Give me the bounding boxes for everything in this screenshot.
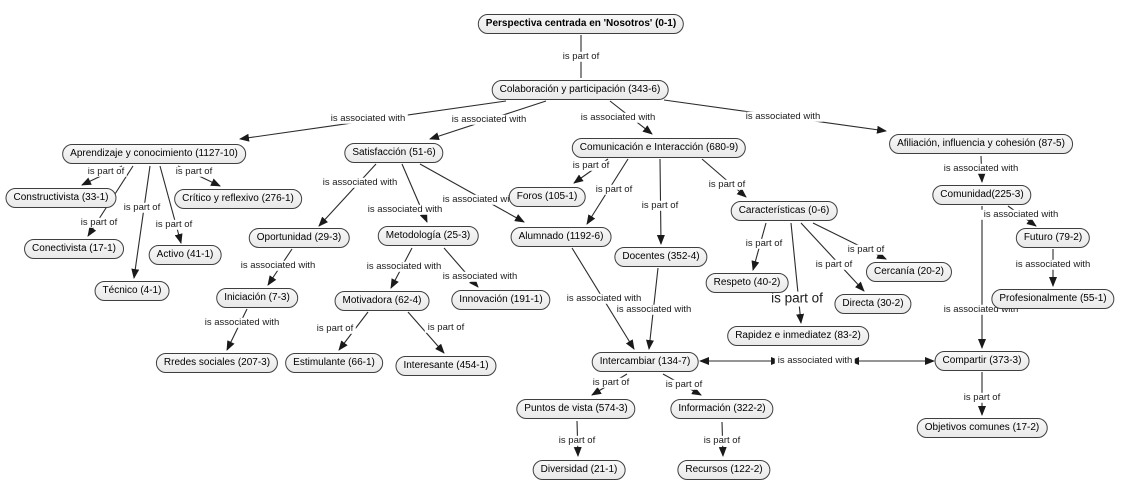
node-comunicacion[interactable]: Comunicación e Interacción (680-9) xyxy=(571,138,747,158)
node-constructivista[interactable]: Constructivista (33-1) xyxy=(5,188,117,208)
linking-phrase: is associated with xyxy=(439,271,521,283)
node-aprendizaje[interactable]: Aprendizaje y conocimiento (1127-10) xyxy=(62,144,246,164)
linking-phrase: is associated with xyxy=(940,304,1022,316)
linking-phrase: is part of xyxy=(172,166,216,178)
node-afiliacion[interactable]: Afiliación, influencia y cohesión (87-5) xyxy=(889,134,1073,154)
node-conectivista[interactable]: Conectivista (17-1) xyxy=(24,239,124,259)
node-critico[interactable]: Crítico y reflexivo (276-1) xyxy=(174,189,302,209)
edge-line-aprendizaje-tecnico xyxy=(131,165,151,279)
linking-phrase: is part of xyxy=(424,322,468,334)
linking-phrase: is part of xyxy=(960,392,1004,404)
node-directa[interactable]: Directa (30-2) xyxy=(834,294,912,314)
edge-line-comunicacion-caracteristicas xyxy=(701,158,747,198)
node-compartir[interactable]: Compartir (373-3) xyxy=(934,351,1030,371)
linking-phrase: is part of xyxy=(812,259,856,271)
node-alumnado[interactable]: Alumnado (1192-6) xyxy=(510,227,612,247)
node-iniciacion[interactable]: Iniciación (7-3) xyxy=(216,288,298,308)
linking-phrase: is associated with xyxy=(742,111,824,123)
linking-phrase: is part of xyxy=(559,51,603,63)
linking-phrase: is associated with xyxy=(613,304,695,316)
node-docentes[interactable]: Docentes (352-4) xyxy=(614,247,708,267)
node-informacion[interactable]: Información (322-2) xyxy=(670,399,774,419)
node-innovacion[interactable]: Innovación (191-1) xyxy=(451,290,551,310)
node-comunidad[interactable]: Comunidad(225-3) xyxy=(932,185,1032,205)
linking-phrase: is associated with xyxy=(980,209,1062,221)
linking-phrase: is part of xyxy=(120,202,164,214)
linking-phrase: is associated with xyxy=(237,260,319,272)
edge-line-satisfaccion-oportunidad xyxy=(318,163,377,227)
node-interesante[interactable]: Interesante (454-1) xyxy=(395,356,497,376)
linking-phrase: is associated with xyxy=(439,194,521,206)
linking-phrase: is part of xyxy=(638,200,682,212)
node-recursos[interactable]: Recursos (122-2) xyxy=(677,460,771,480)
linking-phrase: is part of xyxy=(844,244,888,256)
linking-phrase: is part of xyxy=(700,435,744,447)
linking-phrase: is associated with xyxy=(1012,259,1094,271)
linking-phrase: is part of xyxy=(662,379,706,391)
node-metodologia[interactable]: Metodología (25-3) xyxy=(377,226,479,246)
node-intercambiar[interactable]: Intercambiar (134-7) xyxy=(591,352,699,372)
node-oportunidad[interactable]: Oportunidad (29-3) xyxy=(248,228,350,248)
linking-phrase: is associated with xyxy=(327,113,409,125)
linking-phrase: is associated with xyxy=(363,261,445,273)
node-diversidad[interactable]: Diversidad (21-1) xyxy=(532,460,626,480)
linking-phrase: is part of xyxy=(77,217,121,229)
node-caracteristicas[interactable]: Características (0-6) xyxy=(730,201,838,221)
node-profesionalmente[interactable]: Profesionalmente (55-1) xyxy=(991,289,1115,309)
linking-phrase: is part of xyxy=(152,219,196,231)
linking-phrase: is part of xyxy=(84,166,128,178)
node-puntos[interactable]: Puntos de vista (574-3) xyxy=(516,399,636,419)
linking-phrase: is part of xyxy=(592,184,636,196)
edge-line-caracteristicas-directa xyxy=(800,222,865,292)
linking-phrase: is associated with xyxy=(201,317,283,329)
node-activo[interactable]: Activo (41-1) xyxy=(148,245,222,265)
node-rapidez[interactable]: Rapidez e inmediatez (83-2) xyxy=(727,326,869,346)
linking-phrase: is part of xyxy=(589,377,633,389)
node-rredes[interactable]: Rredes sociales (207-3) xyxy=(155,353,279,373)
node-estimulante[interactable]: Estimulante (66-1) xyxy=(285,353,383,373)
linking-phrase: is associated with xyxy=(940,163,1022,175)
edge-line-satisfaccion-alumnado xyxy=(419,163,525,223)
node-satisfaccion[interactable]: Satisfacción (51-6) xyxy=(344,143,444,163)
linking-phrase: is part of xyxy=(555,435,599,447)
node-foros[interactable]: Foros (105-1) xyxy=(508,187,586,207)
node-cercania[interactable]: Cercanía (20-2) xyxy=(865,262,953,282)
node-objetivos[interactable]: Objetivos comunes (17-2) xyxy=(916,418,1048,438)
linking-phrase: is part of xyxy=(569,160,613,172)
linking-phrase: is part of xyxy=(768,291,826,307)
linking-phrase: is part of xyxy=(313,323,357,335)
linking-phrase: is associated with xyxy=(577,112,659,124)
node-futuro[interactable]: Futuro (79-2) xyxy=(1015,228,1091,248)
node-colaboracion[interactable]: Colaboración y participación (343-6) xyxy=(491,80,669,100)
linking-phrase: is associated with xyxy=(319,177,401,189)
linking-phrase: is associated with xyxy=(774,355,856,367)
node-perspectiva[interactable]: Perspectiva centrada en 'Nosotros' (0-1) xyxy=(477,14,685,34)
edge-line-iniciacion-rredes xyxy=(226,308,248,351)
node-tecnico[interactable]: Técnico (4-1) xyxy=(94,281,170,301)
node-motivadora[interactable]: Motivadora (62-4) xyxy=(334,291,430,311)
linking-phrase: is part of xyxy=(742,238,786,250)
linking-phrase: is associated with xyxy=(563,293,645,305)
linking-phrase: is associated with xyxy=(364,204,446,216)
node-respeto[interactable]: Respeto (40-2) xyxy=(705,273,789,293)
linking-phrase: is part of xyxy=(705,179,749,191)
edge-line-caracteristicas-rapidez xyxy=(790,222,805,324)
linking-phrase: is associated with xyxy=(448,114,530,126)
